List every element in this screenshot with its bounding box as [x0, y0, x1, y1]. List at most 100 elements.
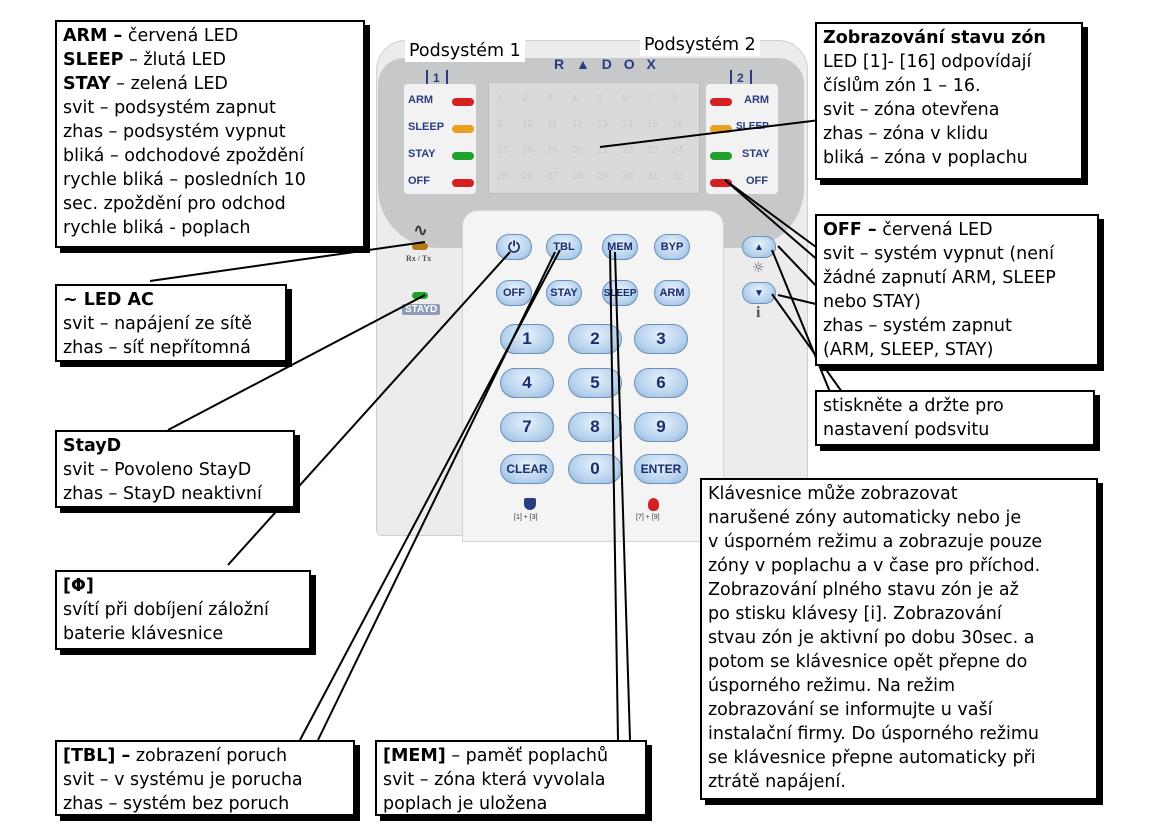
zone-led-25: 25 [497, 171, 509, 182]
brand-logo: R ▲ D O X [554, 56, 660, 72]
zone-led-5: 5 [597, 93, 603, 104]
mem-key[interactable]: MEM [602, 234, 638, 260]
down-arrow-key[interactable]: ▼ [742, 282, 776, 304]
zone-led-18: 18 [522, 145, 534, 156]
zone-led-24: 24 [672, 145, 684, 156]
led-label-off-2: OFF [746, 175, 768, 187]
rxtx-label: Rx / Tx [406, 254, 432, 263]
led-label-off: OFF [408, 175, 430, 187]
callout-off: OFF – červená LED svit – systém vypnut (… [815, 214, 1099, 366]
zone-led-3: 3 [547, 93, 553, 104]
callout-tbl: [TBL] – zobrazení poruch svit – v systém… [55, 740, 355, 816]
left-led-panel: ARM SLEEP STAY OFF [404, 84, 476, 194]
stayd-led [412, 292, 428, 299]
zone-led-1: 1 [497, 93, 503, 104]
panic2-label: [7] + [9] [636, 514, 660, 521]
zone-led-26: 26 [522, 171, 534, 182]
zone-led-16: 16 [672, 119, 684, 130]
stay-led-2 [710, 152, 732, 160]
sleep-led-2 [710, 125, 732, 133]
key-0[interactable]: 0 [568, 454, 622, 484]
zone-led-20: 20 [572, 145, 584, 156]
zone-led-7: 7 [647, 93, 653, 104]
callout-backlight: stiskněte a držte pro nastavení podsvitu [815, 390, 1095, 446]
panic-fire-icon [648, 498, 659, 511]
panic-police-icon [524, 498, 536, 510]
key-6[interactable]: 6 [634, 368, 688, 398]
panic1-label: [1] + [3] [514, 514, 538, 521]
callout-ac: ~ LED AC svit – napájení ze sítě zhas – … [55, 284, 287, 362]
led-label-arm-2: ARM [744, 94, 770, 106]
callout-mem: [MEM] – paměť poplachů svit – zóna která… [375, 740, 647, 816]
zone-led-23: 23 [647, 145, 659, 156]
sleep-led [452, 125, 474, 133]
zone-led-11: 11 [547, 119, 558, 130]
zone-led-28: 28 [572, 171, 584, 182]
power-key[interactable]: ⏻ [496, 234, 532, 260]
zone-led-29: 29 [597, 171, 609, 182]
keypad-illustration: R ▲ D O X 1 2 ARM SLEEP STAY OFF ARM SLE… [376, 40, 808, 542]
zone-led-14: 14 [622, 119, 634, 130]
info-icon: i [756, 304, 761, 321]
zone-led-32: 32 [672, 171, 684, 182]
arm-led-2 [710, 98, 732, 106]
callout-display-info: Klávesnice může zobrazovat narušené zóny… [700, 478, 1098, 800]
key-3[interactable]: 3 [634, 324, 688, 354]
sleep-key[interactable]: SLEEP [602, 280, 638, 306]
zone-led-21: 21 [597, 145, 609, 156]
zone-led-13: 13 [597, 119, 609, 130]
callout-power: [Φ] svítí při dobíjení záložní baterie k… [55, 570, 311, 650]
key-7[interactable]: 7 [500, 412, 554, 442]
zone-led-31: 31 [647, 171, 659, 182]
right-led-panel: ARM SLEEP STAY OFF [706, 84, 778, 194]
enter-key[interactable]: ENTER [634, 454, 688, 484]
key-8[interactable]: 8 [568, 412, 622, 442]
zone-led-4: 4 [572, 93, 578, 104]
ac-led [412, 243, 428, 250]
zone-led-17: 17 [497, 145, 509, 156]
byp-key[interactable]: BYP [654, 234, 690, 260]
zone-led-2: 2 [522, 93, 528, 104]
tbl-key[interactable]: TBL [546, 234, 582, 260]
zone-led-12: 12 [572, 119, 584, 130]
down-arrow-icon: ▼ [754, 287, 764, 299]
zone-led-15: 15 [647, 119, 659, 130]
stay-key[interactable]: STAY [546, 280, 582, 306]
zone-led-30: 30 [622, 171, 634, 182]
stayd-logo: STAYD [402, 304, 441, 315]
led-label-arm: ARM [408, 94, 434, 106]
led-label-stay-2: STAY [742, 148, 770, 160]
up-arrow-key[interactable]: ▲ [742, 236, 776, 258]
led-label-sleep: SLEEP [408, 121, 445, 133]
callout-zones: Zobrazování stavu zón LED [1]- [16] odpo… [815, 22, 1083, 180]
backlight-icon: ☼ [752, 260, 765, 276]
zone-led-6: 6 [622, 93, 628, 104]
off-led [452, 179, 474, 187]
arm-key[interactable]: ARM [654, 280, 690, 306]
zone-led-9: 9 [497, 119, 503, 130]
key-5[interactable]: 5 [568, 368, 622, 398]
key-2[interactable]: 2 [568, 324, 622, 354]
ac-symbol: ∿ [413, 220, 429, 241]
zone-led-22: 22 [622, 145, 634, 156]
led-label-stay: STAY [408, 148, 436, 160]
podsystem1-label: Podsystém 1 [405, 40, 525, 62]
up-arrow-icon: ▲ [754, 241, 764, 253]
zone-led-19: 19 [547, 145, 559, 156]
zone-led-8: 8 [672, 93, 678, 104]
off-key[interactable]: OFF [496, 280, 532, 306]
clear-key[interactable]: CLEAR [500, 454, 554, 484]
key-1[interactable]: 1 [500, 324, 554, 354]
callout-stayd: StayD svit – Povoleno StayD zhas – StayD… [55, 430, 295, 508]
podsystem2-label: Podsystém 2 [640, 34, 760, 56]
arm-led [452, 98, 474, 106]
key-9[interactable]: 9 [634, 412, 688, 442]
callout-arm-sleep-stay: ARM – červená LED SLEEP – žlutá LED STAY… [55, 20, 365, 248]
led-label-sleep-2: SLEEP [736, 121, 769, 132]
zone-led-27: 27 [547, 171, 559, 182]
zone-led-10: 10 [522, 119, 534, 130]
off-led-2 [710, 179, 732, 187]
key-4[interactable]: 4 [500, 368, 554, 398]
stay-led [452, 152, 474, 160]
